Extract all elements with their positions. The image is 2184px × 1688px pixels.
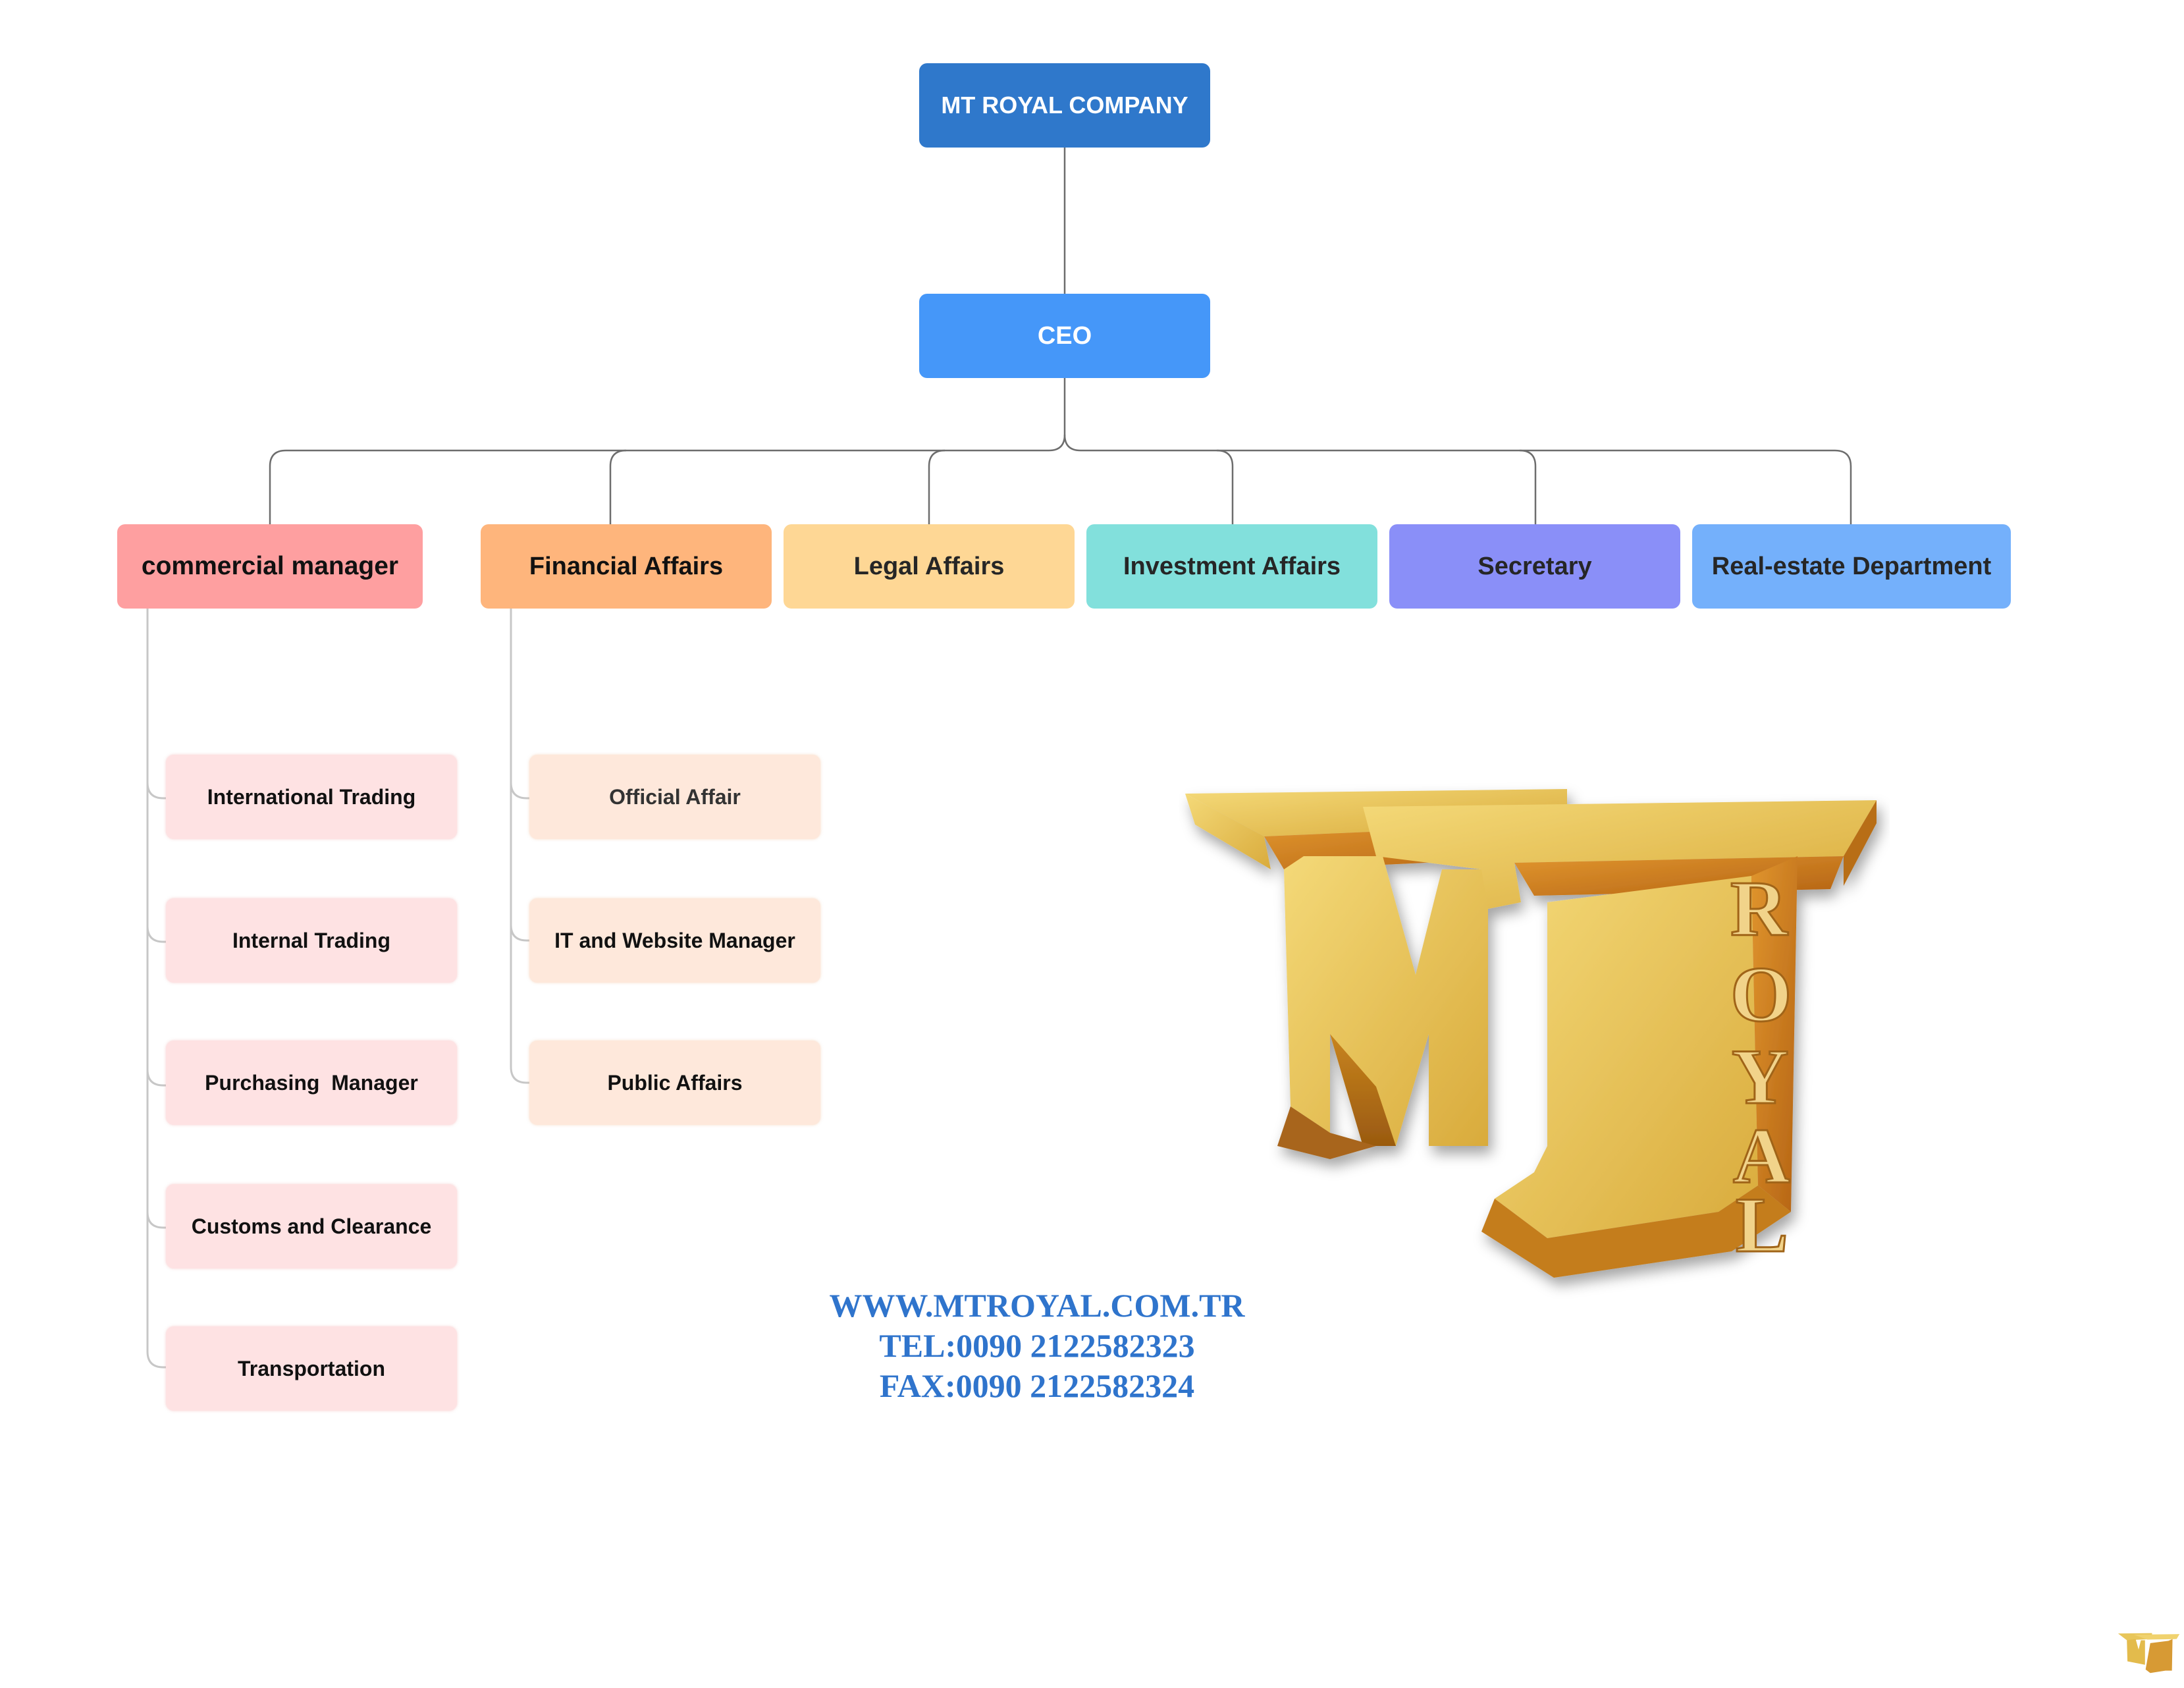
ceo-node[interactable]: CEO <box>919 294 1210 378</box>
sub-transportation[interactable]: Transportation <box>166 1326 457 1411</box>
contact-block: WWW.MTROYAL.COM.TR TEL:0090 2122582323 F… <box>764 1286 1310 1406</box>
mt-royal-logo: R O Y A L <box>1185 789 1877 1278</box>
website-text[interactable]: WWW.MTROYAL.COM.TR <box>829 1287 1245 1324</box>
sub-official-affair[interactable]: Official Affair <box>529 755 820 839</box>
company-node[interactable]: MT ROYAL COMPANY <box>919 63 1210 148</box>
sub-public-affairs[interactable]: Public Affairs <box>529 1041 820 1125</box>
logo-t-top <box>1363 800 1877 909</box>
sub-internal-trading[interactable]: Internal Trading <box>166 898 457 983</box>
sub-international-trading[interactable]: International Trading <box>166 755 457 839</box>
dept-financial-affairs[interactable]: Financial Affairs <box>481 524 772 609</box>
logo-t-stem <box>1495 876 1758 1238</box>
dept-commercial-manager[interactable]: commercial manager <box>117 524 423 609</box>
logo-m-body <box>1284 856 1488 1146</box>
dept-secretary[interactable]: Secretary <box>1389 524 1680 609</box>
fax-text: FAX:0090 2122582324 <box>879 1367 1195 1404</box>
dept-legal-affairs[interactable]: Legal Affairs <box>784 524 1075 609</box>
sub-purchasing-manager[interactable]: Purchasing Manager <box>166 1041 457 1125</box>
sub-customs-clearance[interactable]: Customs and Clearance <box>166 1184 457 1268</box>
dept-investment-affairs[interactable]: Investment Affairs <box>1086 524 1377 609</box>
tel-text: TEL:0090 2122582323 <box>879 1327 1195 1364</box>
mt-royal-logo-small <box>2117 1633 2180 1674</box>
logo-royal-text: R O Y A L <box>1730 865 1811 1268</box>
sub-it-website-manager[interactable]: IT and Website Manager <box>529 898 820 983</box>
dept-real-estate[interactable]: Real-estate Department <box>1692 524 2011 609</box>
